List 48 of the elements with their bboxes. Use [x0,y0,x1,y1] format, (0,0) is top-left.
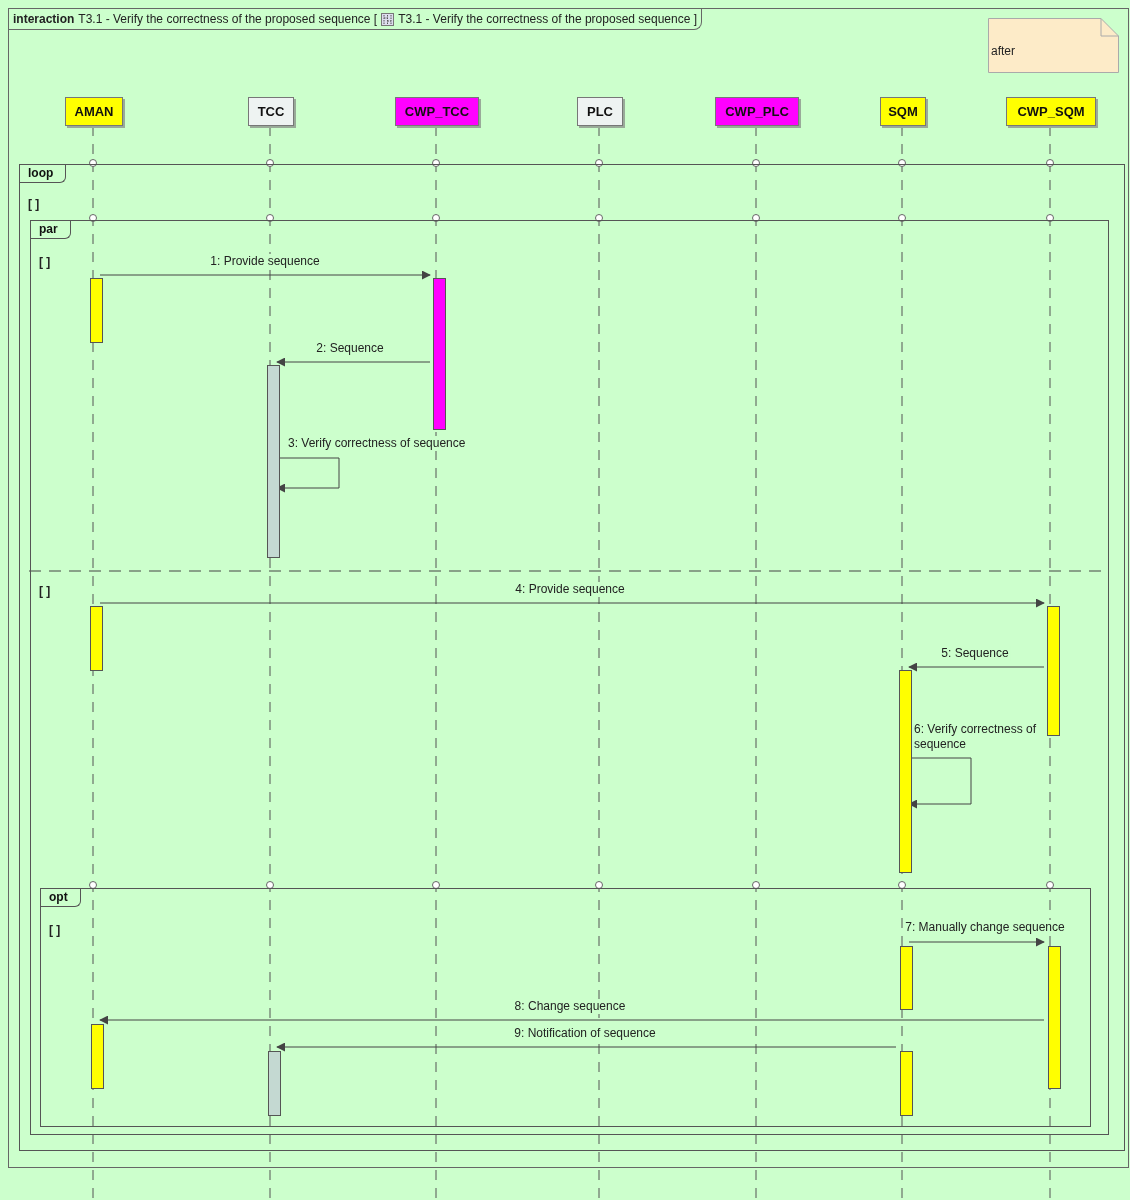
message-arrow [276,1042,897,1052]
guard-condition: [ ] [39,583,51,600]
edge-label: 5: Sequence [939,646,1011,661]
operator-tab: loop [20,165,67,183]
frame-kind: interaction [13,11,75,28]
message-arrow [99,598,1045,608]
edge-label: 1: Provide sequence [208,254,322,269]
activation-bar [1047,606,1060,736]
note-text: after [991,43,1015,60]
activation-bar [267,365,280,558]
edge-label: 7: Manually change sequence [903,920,1067,935]
activation-bar [1048,946,1061,1089]
guard-condition: [ ] [28,196,40,213]
activation-bar [90,278,103,343]
edge-label: 6: Verify correctness of sequence [912,722,1040,752]
activation-bar [268,1051,281,1116]
edge-label: 3: Verify correctness of sequence [286,436,468,451]
edge-label: 2: Sequence [314,341,386,356]
lifeline-head: CWP_PLC [715,97,799,126]
activation-bar [91,1024,104,1089]
activation-bar [899,670,912,873]
frame-title: T3.1 - Verify the correctness of the proposed sequence ] [398,11,698,28]
note [988,18,1119,73]
guard-condition: [ ] [49,922,61,939]
edge-label: 9: Notification of sequence [512,1026,658,1041]
message-arrow [908,937,1045,947]
edge-label: 8: Change sequence [512,999,628,1014]
interaction-frame [8,8,1129,1168]
lifeline-head: TCC [248,97,294,126]
message-arrow [276,357,431,367]
operator-tab: opt [41,889,81,907]
activation-bar [433,278,446,430]
lifeline-head: CWP_TCC [395,97,479,126]
lifeline-head: AMAN [65,97,123,126]
operator-tab: par [31,221,71,239]
message-arrow [99,1015,1045,1025]
guard-condition: [ ] [39,254,51,271]
lifeline-head: CWP_SQM [1006,97,1096,126]
edge-label: 4: Provide sequence [513,582,627,597]
message-arrow [908,662,1045,672]
lifeline-head: SQM [880,97,926,126]
activation-bar [900,1051,913,1116]
activation-bar [90,606,103,671]
activation-bar [900,946,913,1010]
lifeline-head: PLC [577,97,623,126]
combined-fragment [40,888,1091,1127]
frame-title: T3.1 - Verify the correctness of the proposed sequence [ [78,11,378,28]
message-arrow [99,270,431,280]
